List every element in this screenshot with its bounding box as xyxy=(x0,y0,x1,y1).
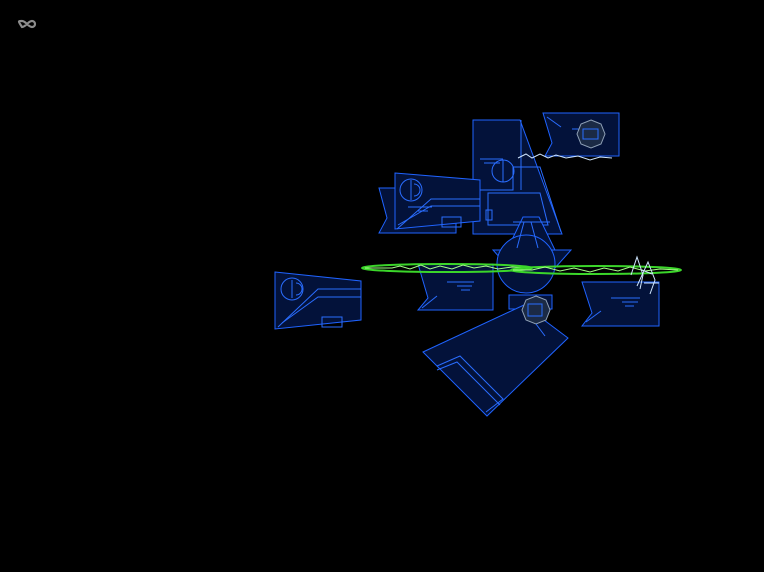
central-hull-block xyxy=(472,119,563,235)
laser-beam-right xyxy=(510,265,682,275)
spark-trail xyxy=(517,153,613,161)
space-mine-top xyxy=(576,119,606,149)
infinity-icon xyxy=(17,19,37,29)
right-cannon-module xyxy=(580,281,660,327)
left-cannon-module xyxy=(378,172,481,234)
enemy-fighter-wireframe xyxy=(630,255,659,295)
detached-wing-panel xyxy=(274,271,362,330)
lower-hull-slab xyxy=(422,304,569,417)
space-mine-bottom xyxy=(521,295,551,337)
